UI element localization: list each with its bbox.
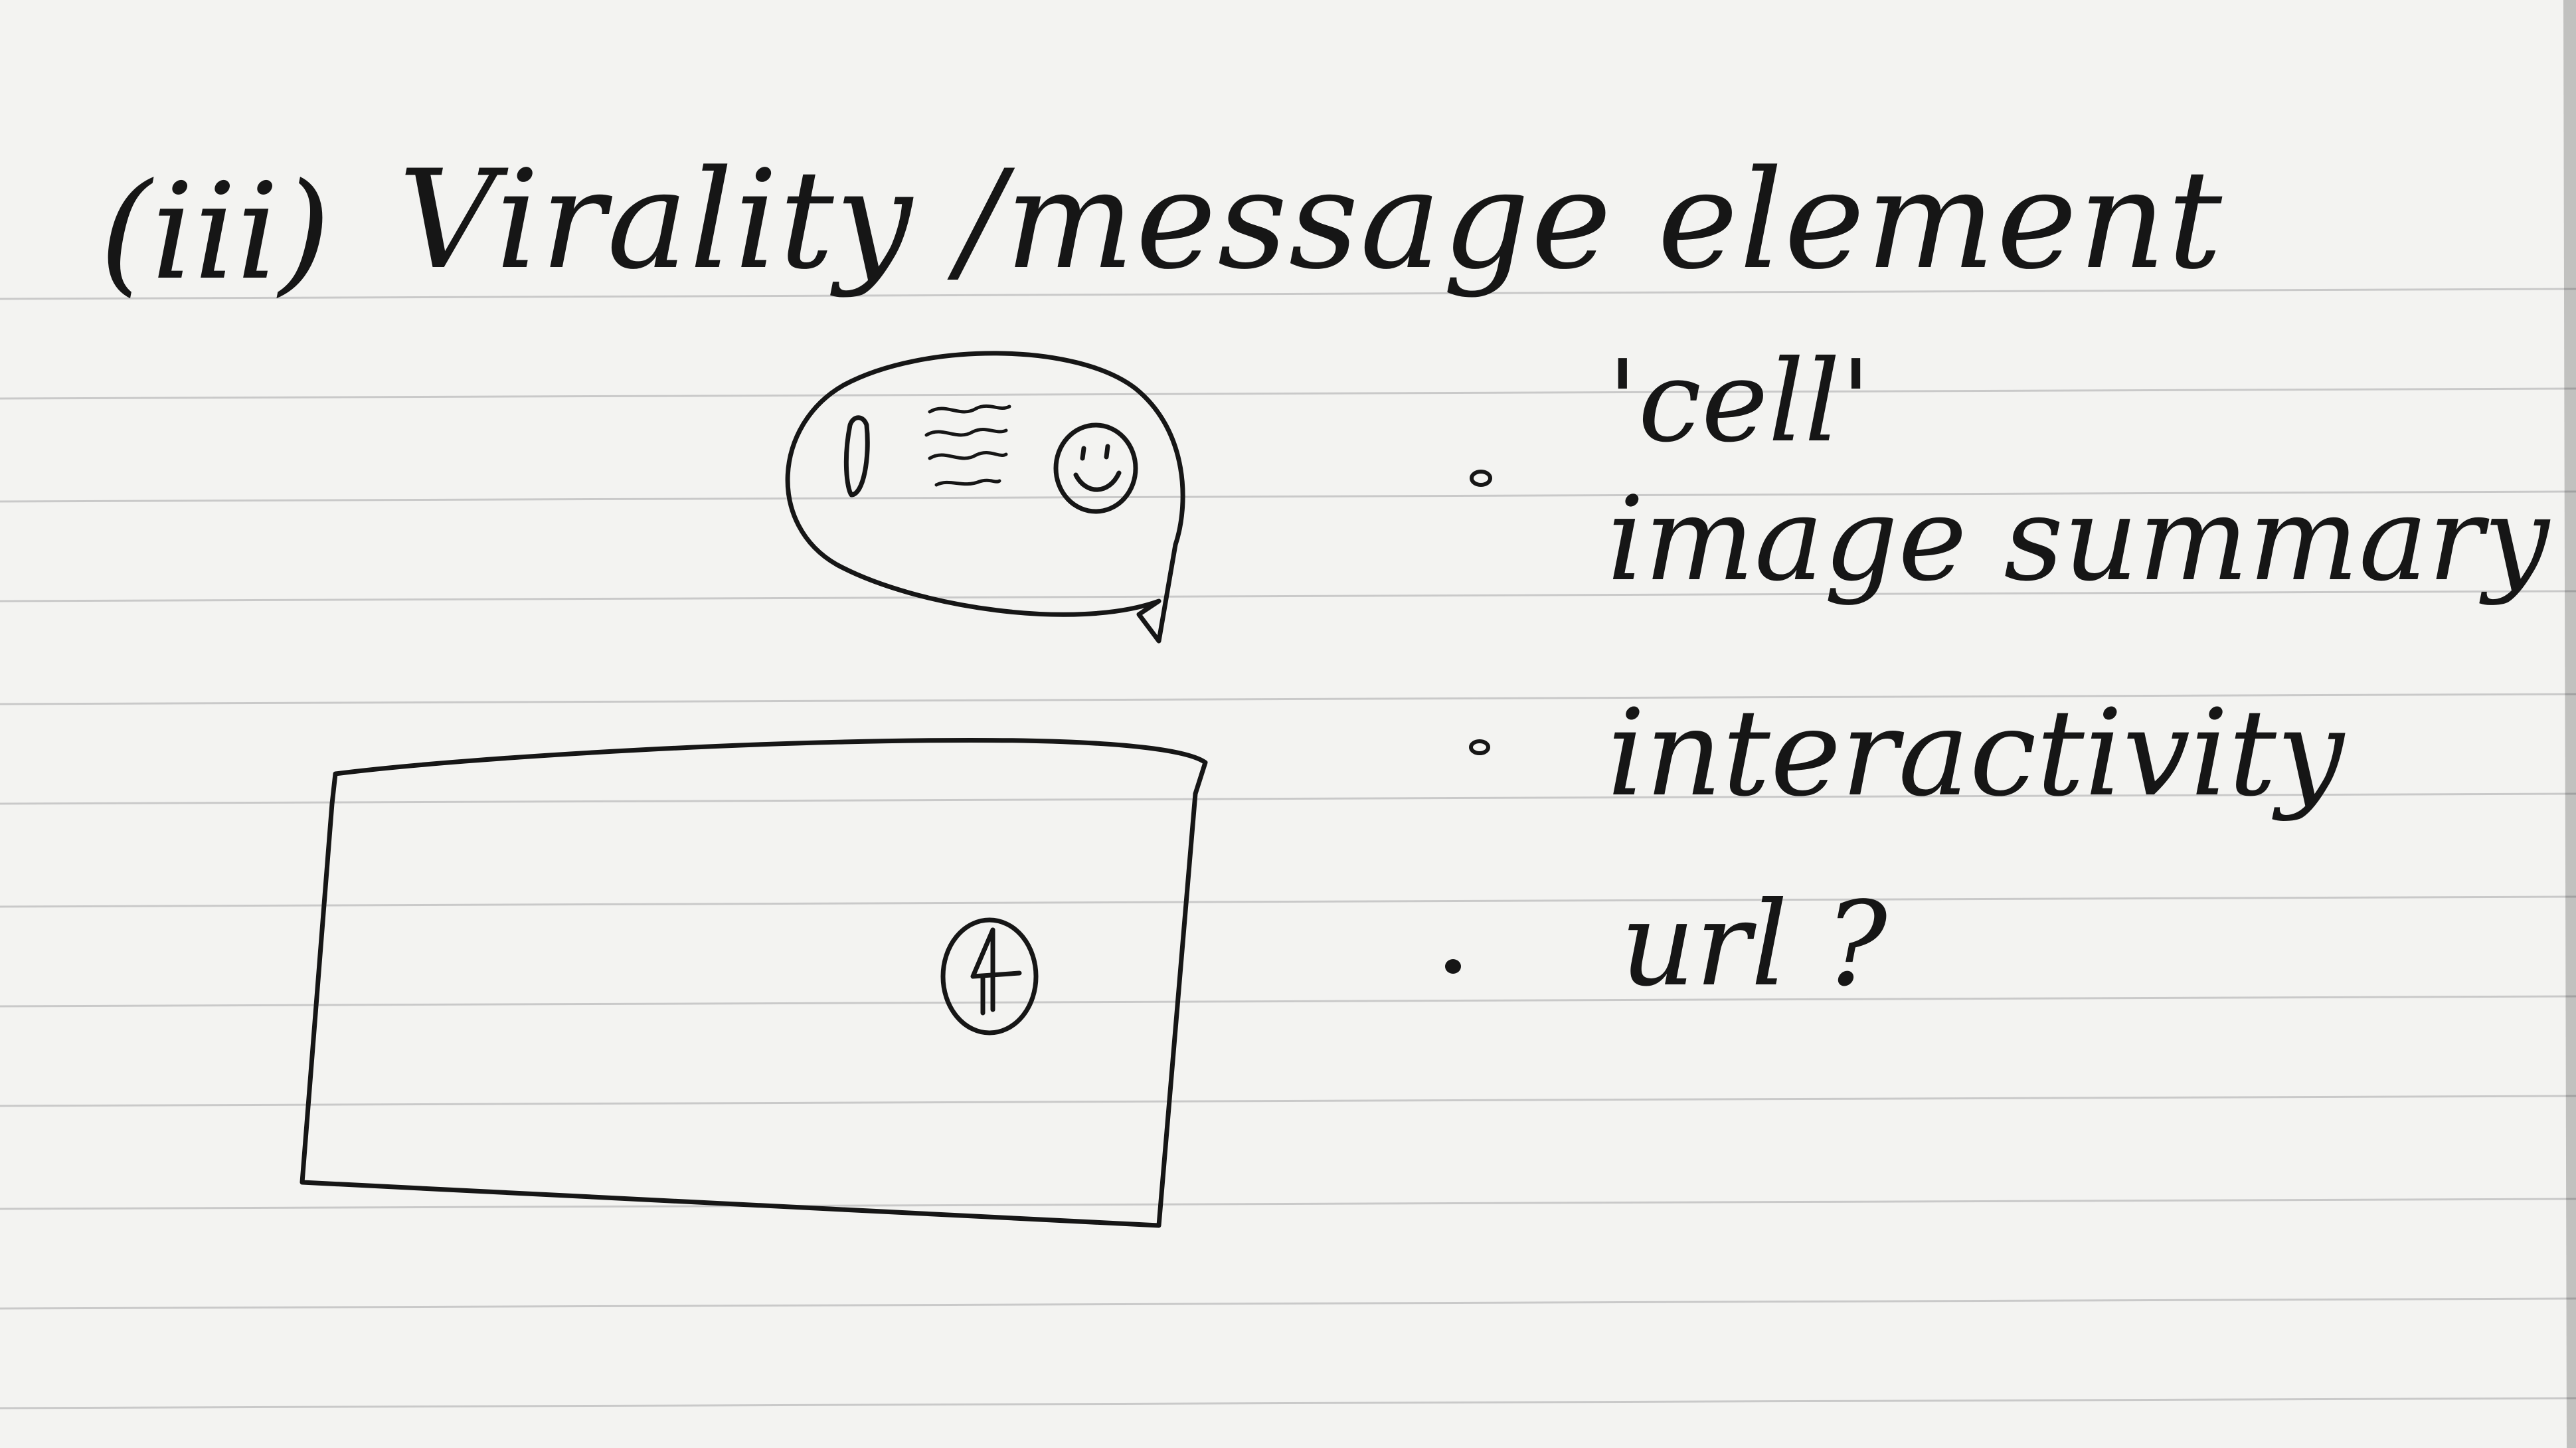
note-cell: 'cell' [1607,336,1872,468]
bullet-hollow-icon [1470,470,1492,487]
bullet-filled-icon [1445,959,1461,974]
note-interactivity: interactivity [1607,684,2344,823]
image-frame-sketch [300,737,1208,1228]
note-image-summary: image summary [1607,472,2549,607]
smiley-face-icon [1053,422,1138,514]
text-lines-icon [924,404,1011,487]
note-url: url ? [1620,877,1887,1012]
section-number: (iii) [100,155,331,310]
bullet-hollow-icon [1469,739,1490,755]
pin-in-circle-icon [940,917,1039,1036]
phone-icon [843,415,870,498]
speech-bubble-sketch [785,351,1185,644]
section-title: Virality /message element [398,141,2224,300]
